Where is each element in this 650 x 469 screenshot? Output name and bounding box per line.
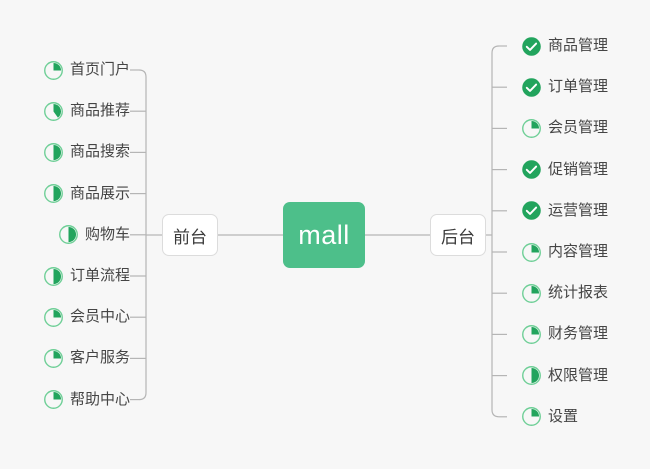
pie-progress-icon xyxy=(522,283,541,303)
frontend-leaf-item-label: 商品展示 xyxy=(69,184,130,202)
backend-leaf-item[interactable]: 设置 xyxy=(521,405,578,429)
backend-leaf-item-label: 设置 xyxy=(548,407,579,425)
pie-progress-icon xyxy=(522,366,541,386)
pie-progress-icon xyxy=(44,184,63,204)
backend-leaf-item[interactable]: 促销管理 xyxy=(521,158,608,182)
frontend-leaf-item[interactable]: 订单流程 xyxy=(43,264,130,288)
backend-leaf-item-label: 内容管理 xyxy=(548,243,609,260)
frontend-leaf-item-label: 购物车 xyxy=(84,225,130,243)
frontend-leaf-item[interactable]: 商品展示 xyxy=(43,182,130,206)
check-circle-icon xyxy=(522,77,541,97)
frontend-leaf-item-label: 帮助中心 xyxy=(69,390,130,408)
backend-leaf-item[interactable]: 订单管理 xyxy=(521,75,608,99)
backend-leaf-item-label: 统计报表 xyxy=(548,284,609,302)
backend-leaf-item-label: 权限管理 xyxy=(548,366,609,384)
branch-node-frontend-label: 前台 xyxy=(173,227,207,247)
branch-node-backend-label: 后台 xyxy=(441,227,475,247)
frontend-leaf-item[interactable]: 商品推荐 xyxy=(43,99,130,123)
check-circle-icon xyxy=(522,36,541,56)
backend-leaf-item[interactable]: 统计报表 xyxy=(521,281,608,305)
pie-progress-icon xyxy=(44,390,63,410)
pie-progress-icon xyxy=(59,225,78,245)
branch-node-frontend[interactable]: 前台 xyxy=(162,214,218,256)
pie-progress-icon xyxy=(522,407,541,427)
backend-leaf-item[interactable]: 财务管理 xyxy=(521,322,608,346)
pie-progress-icon xyxy=(44,266,63,286)
frontend-leaf-item[interactable]: 会员中心 xyxy=(43,305,130,329)
root-node-label: mall xyxy=(298,219,350,250)
frontend-leaf-item-label: 商品搜索 xyxy=(69,143,130,161)
backend-leaf-item[interactable]: 会员管理 xyxy=(521,116,608,140)
backend-leaf-item-label: 商品管理 xyxy=(548,37,609,54)
pie-progress-icon xyxy=(522,324,541,344)
backend-leaf-item[interactable]: 商品管理 xyxy=(521,34,608,58)
frontend-leaf-item-label: 订单流程 xyxy=(69,267,130,284)
check-circle-icon xyxy=(522,160,541,179)
frontend-leaf-item[interactable]: 购物车 xyxy=(58,223,130,247)
root-node-mall[interactable]: mall xyxy=(283,202,365,268)
backend-leaf-item-label: 运营管理 xyxy=(548,201,609,219)
pie-progress-icon xyxy=(44,60,63,80)
pie-progress-icon xyxy=(522,242,541,262)
frontend-leaf-item-label: 客户服务 xyxy=(69,349,130,367)
frontend-leaf-item[interactable]: 帮助中心 xyxy=(43,388,130,412)
backend-leaf-item[interactable]: 内容管理 xyxy=(521,240,608,264)
backend-leaf-item-label: 会员管理 xyxy=(548,119,609,137)
branch-node-backend[interactable]: 后台 xyxy=(430,214,486,256)
backend-leaf-item[interactable]: 运营管理 xyxy=(521,199,608,223)
check-circle-icon xyxy=(522,201,541,221)
backend-leaf-item-label: 订单管理 xyxy=(548,78,609,96)
backend-leaf-item[interactable]: 权限管理 xyxy=(521,364,608,388)
pie-progress-icon xyxy=(44,142,63,162)
backend-leaf-item-label: 财务管理 xyxy=(548,325,609,343)
frontend-leaf-item[interactable]: 商品搜索 xyxy=(43,140,130,164)
frontend-leaf-item[interactable]: 客户服务 xyxy=(43,346,130,370)
backend-leaf-item-label: 促销管理 xyxy=(548,160,609,178)
pie-progress-icon xyxy=(44,307,63,327)
pie-progress-icon xyxy=(522,118,541,138)
pie-progress-icon xyxy=(44,101,63,121)
pie-progress-icon xyxy=(44,348,63,368)
frontend-leaf-item-label: 首页门户 xyxy=(69,61,130,78)
frontend-leaf-item-label: 商品推荐 xyxy=(69,102,130,120)
frontend-leaf-item[interactable]: 首页门户 xyxy=(43,58,130,82)
frontend-leaf-item-label: 会员中心 xyxy=(69,308,130,326)
